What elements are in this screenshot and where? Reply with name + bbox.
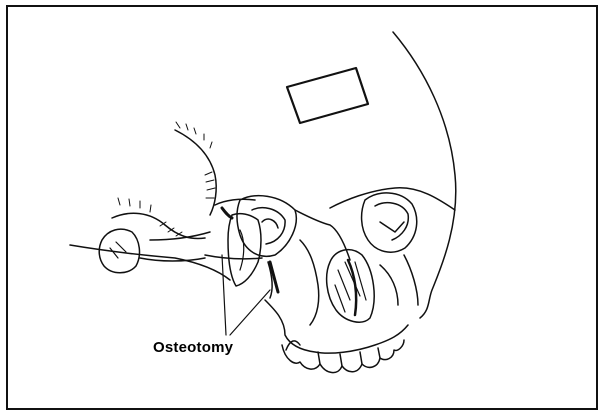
osteotomy-cut-left: [222, 208, 232, 218]
osteotomy-label: Osteotomy: [153, 340, 233, 355]
nasal-bone: [295, 210, 350, 260]
zygomatic-arch: [215, 199, 255, 205]
orbit-left: [237, 196, 296, 257]
hair-strokes: [118, 122, 215, 236]
leader-line-2: [230, 290, 270, 335]
maxilla-outline: [265, 300, 408, 353]
osteotomy-segment: [228, 214, 261, 286]
frontal-lower-line: [330, 188, 455, 210]
rectangle-outline-icon: [287, 68, 368, 123]
fold-line: [70, 245, 230, 280]
leader-line-1: [222, 255, 226, 335]
scalp-flap-lower: [112, 213, 205, 238]
cheekbone: [300, 240, 319, 325]
cranium-outline: [393, 32, 456, 318]
